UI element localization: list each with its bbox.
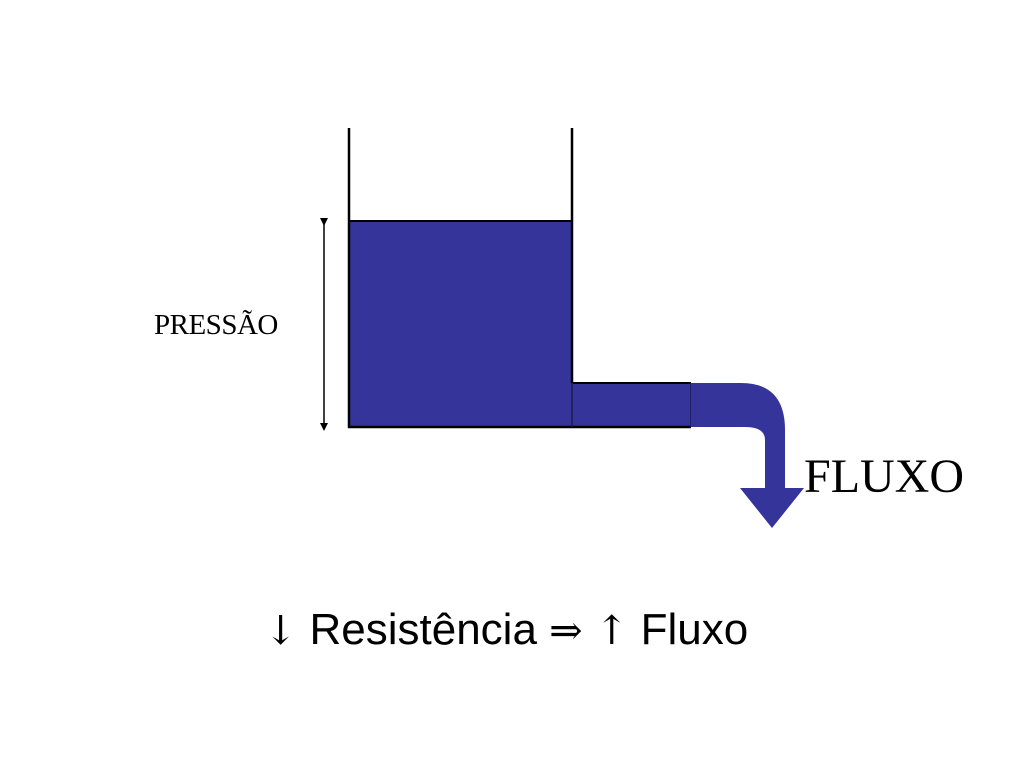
flow-label: FLUXO <box>804 450 965 503</box>
tank-water <box>349 221 572 427</box>
resistance-text: Resistência <box>309 605 537 654</box>
flow-arrow <box>691 383 804 528</box>
down-arrow-icon: ↓ <box>263 608 298 654</box>
up-arrow-icon: ↑ <box>594 608 629 654</box>
pipe-water <box>572 383 691 427</box>
caption: ↓ Resistência ⇒ ↑ Fluxo <box>0 605 1024 655</box>
implies-icon: ⇒ <box>549 608 583 654</box>
caption-line: ↓ Resistência ⇒ ↑ Fluxo <box>264 605 749 654</box>
pressure-label: PRESSÃO <box>154 309 278 341</box>
flow-text: Fluxo <box>640 605 749 654</box>
